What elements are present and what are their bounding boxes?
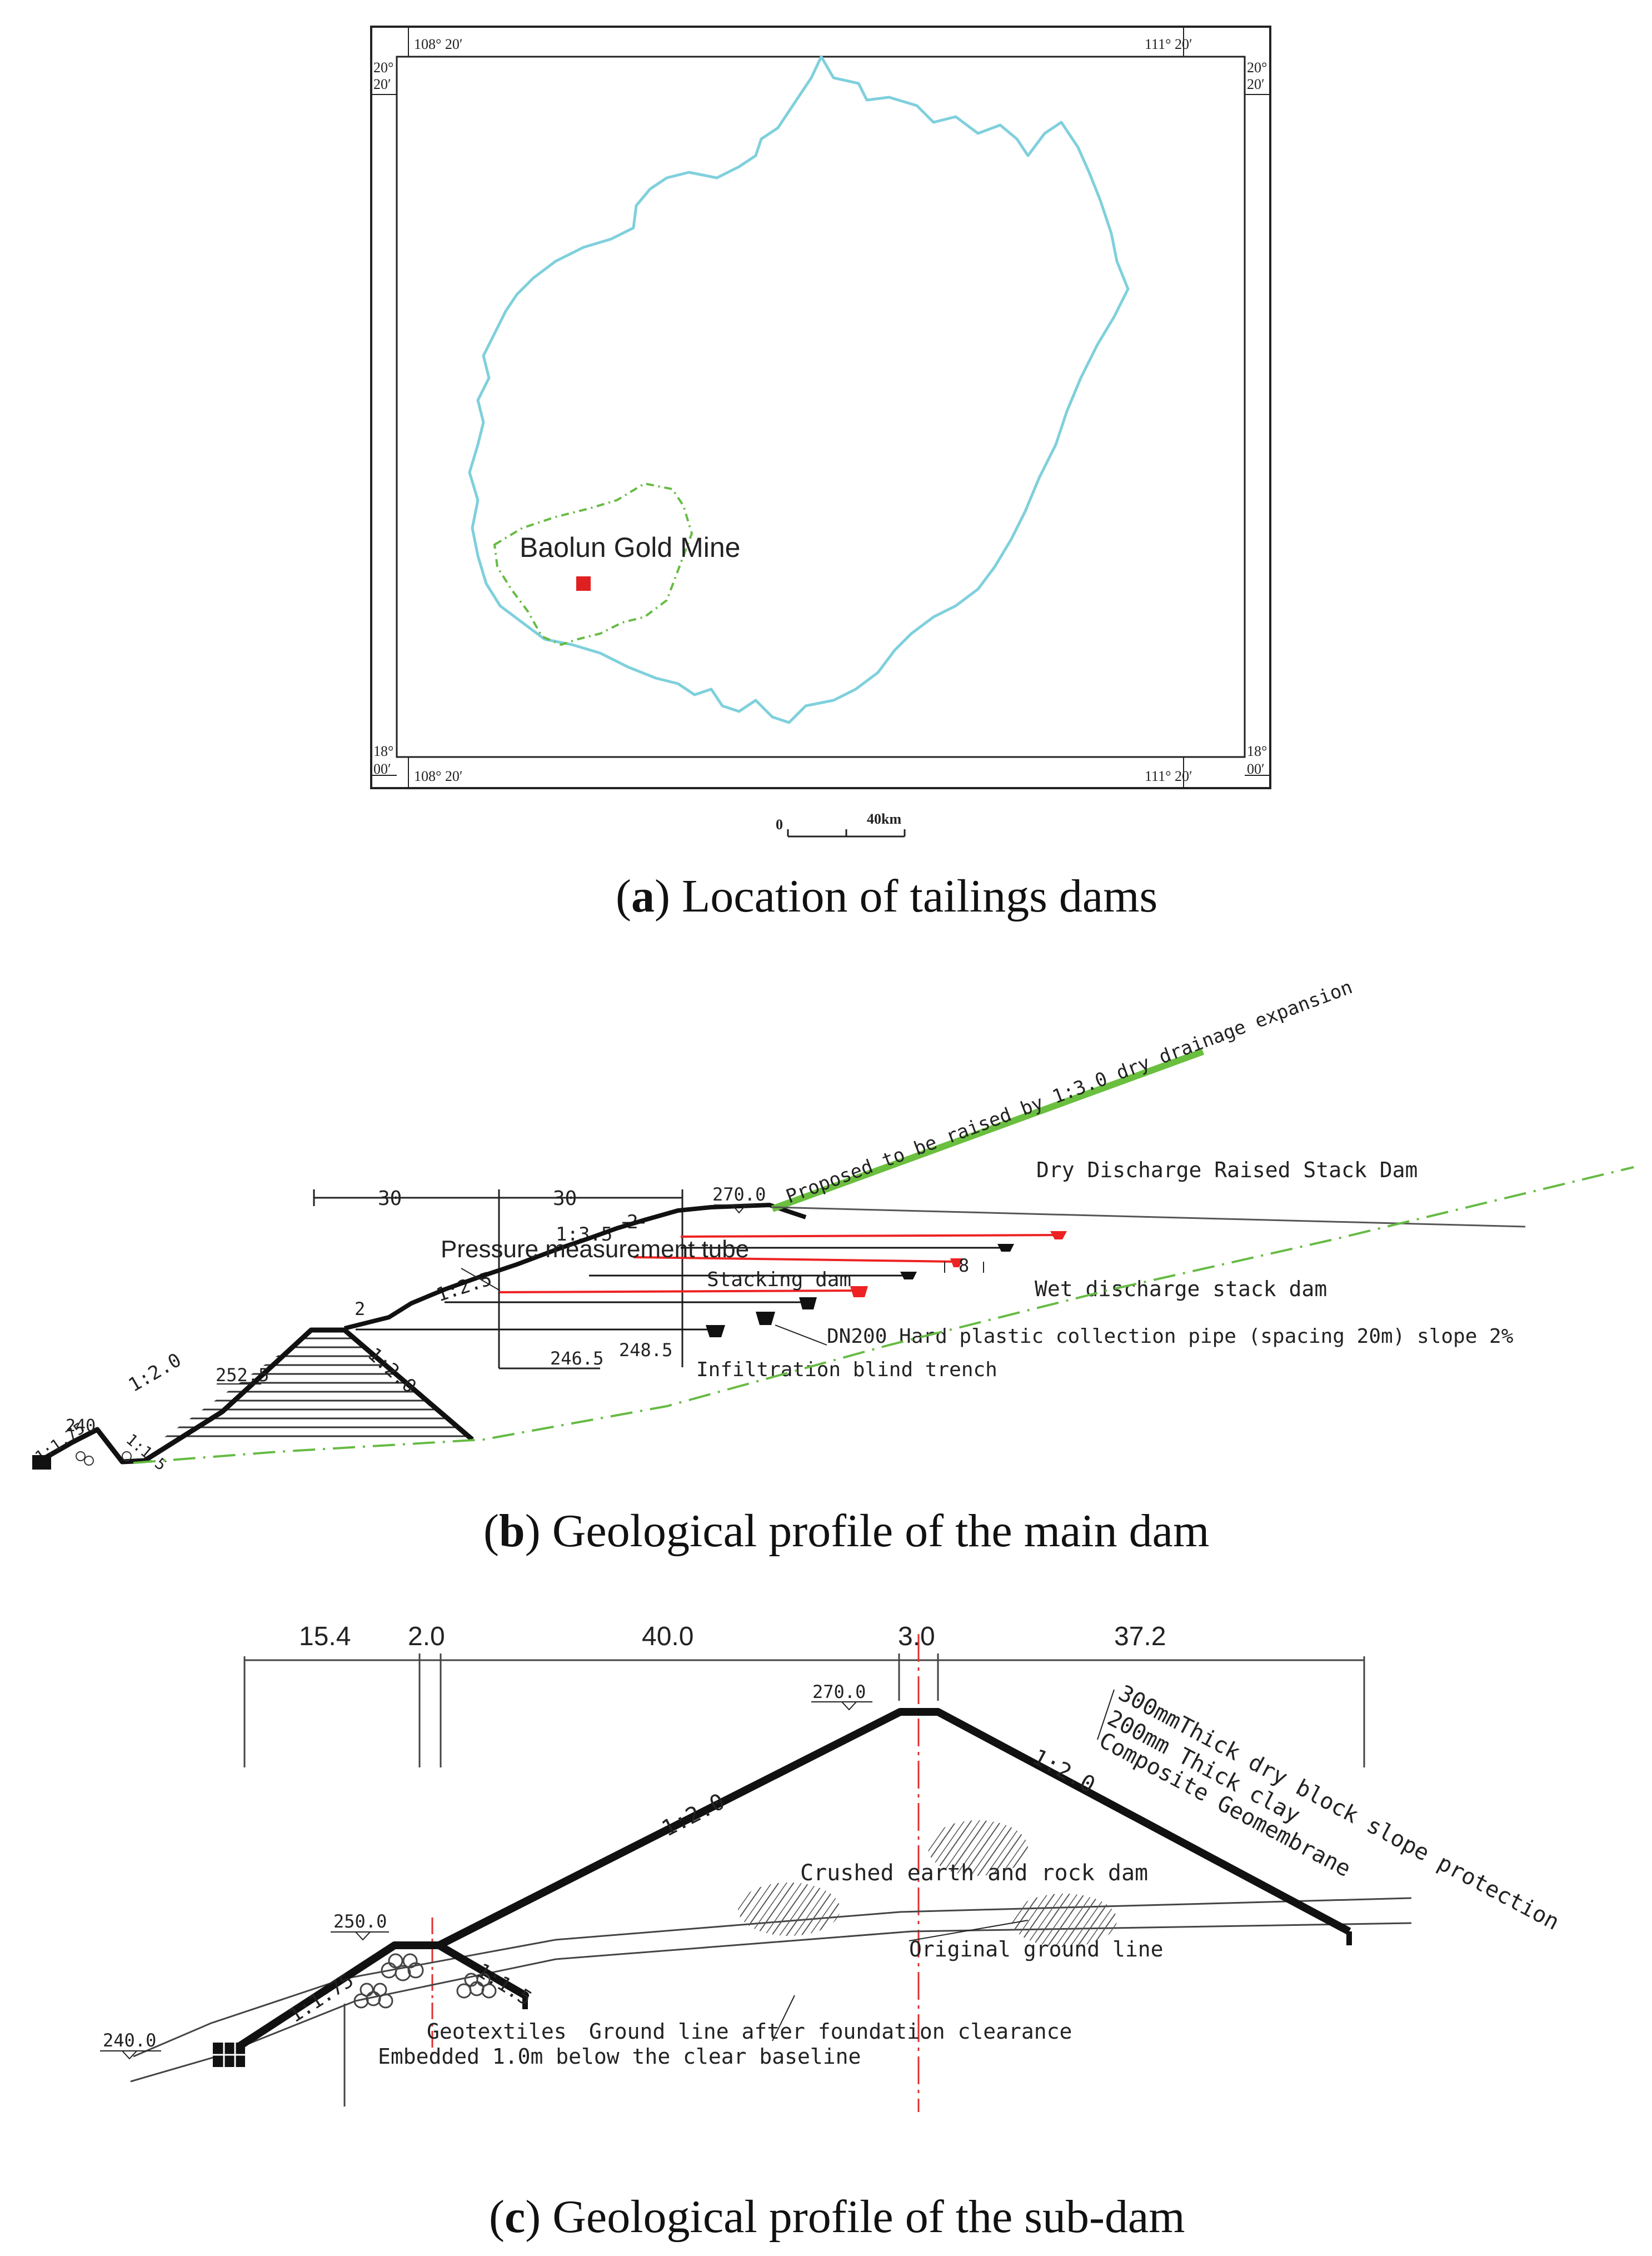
lat-left-bottom-min: 00′: [373, 761, 391, 777]
main-dam-body: [161, 1328, 470, 1440]
label-pressure-tube: Pressure measurement tube: [441, 1236, 749, 1263]
dim-8: 8: [959, 1255, 969, 1276]
scale-bar: 0 40km: [776, 811, 906, 838]
dim-30-right: 30: [553, 1187, 577, 1210]
elev-248-5: 248.5: [619, 1339, 672, 1361]
dry-surface-line: [772, 1206, 1526, 1228]
panel-c-sub-dam: 15.4 2.0 40.0 3.0 37.2 270.0: [100, 1622, 1564, 2243]
scale-zero: 0: [776, 816, 783, 833]
scale-distance: 40km: [867, 811, 901, 827]
site-marker: [576, 576, 591, 591]
original-ground-line: [133, 1897, 1412, 2058]
site-label: Baolun Gold Mine: [520, 532, 740, 563]
caption-b-text: Geological profile of the main dam: [552, 1505, 1210, 1557]
lat-right-top-deg: 20°: [1247, 59, 1267, 76]
lat-right-bottom-min: 00′: [1247, 761, 1265, 777]
lon-bottom-left: 108° 20′: [414, 768, 463, 784]
water-level-2: [950, 1258, 964, 1267]
rock-fill-3: [1011, 1894, 1117, 1947]
elev-252-5: 252.5: [216, 1364, 269, 1386]
label-block-protection: 300mmThick dry block slope protection: [1114, 1680, 1563, 1935]
elev-270-c: 270.0: [812, 1681, 866, 1702]
elev-240-b: 240: [66, 1416, 96, 1436]
dim-40-0: 40.0: [642, 1622, 693, 1651]
berm-marker: 2: [355, 1298, 365, 1319]
sub-dam-outline: [226, 1708, 1351, 2057]
dim-3-0: 3.0: [898, 1622, 935, 1651]
elev-270-b: 270.0: [712, 1184, 766, 1205]
rubble: [353, 1953, 497, 2009]
slope-upstream-c: 1:2.0: [658, 1789, 729, 1842]
lat-left-top-deg: 20°: [373, 59, 393, 76]
label-dry-dam: Dry Discharge Raised Stack Dam: [1036, 1158, 1418, 1182]
lat-left-bottom-deg: 18°: [373, 743, 393, 759]
proposed-raise-line: [771, 1048, 1205, 1212]
caption-a-letter: a: [631, 870, 655, 922]
rock-fill-2: [928, 1820, 1028, 1876]
lon-top-right: 111° 20′: [1145, 36, 1192, 52]
caption-c: (c) Geological profile of the sub-dam: [489, 2191, 1185, 2243]
panel-b-main-dam: 30 30 2 1:3.5 1:2.5 2 Proposed to be rai…: [32, 976, 1634, 1557]
label-original-ground: Original ground line: [909, 1937, 1164, 1961]
lon-top-left: 108° 20′: [414, 36, 463, 52]
caption-b-letter: b: [499, 1505, 525, 1557]
dim-37-2: 37.2: [1114, 1622, 1166, 1651]
phreatic-lines: [498, 1234, 1061, 1293]
map-inner-frame: [396, 56, 1246, 758]
label-geotextiles: Geotextiles: [427, 2019, 567, 2044]
lat-right-top-min: 20′: [1247, 76, 1265, 92]
elev-240: 240.0: [103, 2030, 156, 2051]
label-stacking-dam: Stacking dam: [707, 1268, 851, 1291]
label-blind-trench: Infiltration blind trench: [696, 1358, 997, 1381]
lat-left-top-min: 20′: [373, 76, 391, 92]
slope-1-1-75-c: 1:1.75: [285, 1969, 358, 2027]
island-coastline: [468, 55, 1130, 724]
elev-250: 250.0: [333, 1911, 387, 1932]
label-pipe: DN200 Hard plastic collection pipe (spac…: [827, 1325, 1514, 1348]
label-embedded: Embedded 1.0m below the clear baseline: [378, 2044, 861, 2069]
lon-bottom-right: 111° 20′: [1145, 768, 1192, 784]
toe-drain-b: [32, 1455, 51, 1470]
caption-a: (a) Location of tailings dams: [616, 870, 1157, 922]
district-boundary: [493, 482, 693, 646]
dim-2-0: 2.0: [408, 1622, 445, 1651]
cleared-ground-line: [130, 1922, 1412, 2083]
caption-b: (b) Geological profile of the main dam: [483, 1505, 1209, 1557]
main-dam-outline: [32, 1327, 474, 1467]
dim-lines-c: [243, 1654, 1365, 1767]
label-crushed: Crushed earth and rock dam: [800, 1860, 1148, 1886]
map-outer-frame: [370, 26, 1271, 789]
dim-15-4: 15.4: [299, 1622, 351, 1651]
collectors: [706, 1244, 1014, 1337]
caption-c-text: Geological profile of the sub-dam: [552, 2191, 1185, 2243]
stack-lines: [356, 1247, 1003, 1331]
rock-fill-1: [738, 1883, 840, 1936]
elev-246-5: 246.5: [550, 1348, 603, 1369]
label-ground-after: Ground line after foundation clearance: [589, 2019, 1072, 2044]
water-level-1: [1050, 1231, 1067, 1239]
upper-slope-line: [344, 1203, 807, 1331]
water-level-3: [850, 1286, 868, 1297]
panel-a-map: 108° 20′ 111° 20′ 108° 20′ 111° 20′ 20° …: [370, 26, 1271, 922]
slope-1-2-0-lower: 1:2.0: [125, 1349, 186, 1397]
ground-line-b: [133, 1166, 1634, 1464]
slope-downstream-c: 1:2.0: [1028, 1744, 1099, 1798]
caption-c-letter: c: [505, 2191, 525, 2243]
dim-30-left: 30: [378, 1187, 402, 1210]
caption-a-text: Location of tailings dams: [682, 870, 1157, 922]
lat-right-bottom-deg: 18°: [1247, 743, 1267, 759]
